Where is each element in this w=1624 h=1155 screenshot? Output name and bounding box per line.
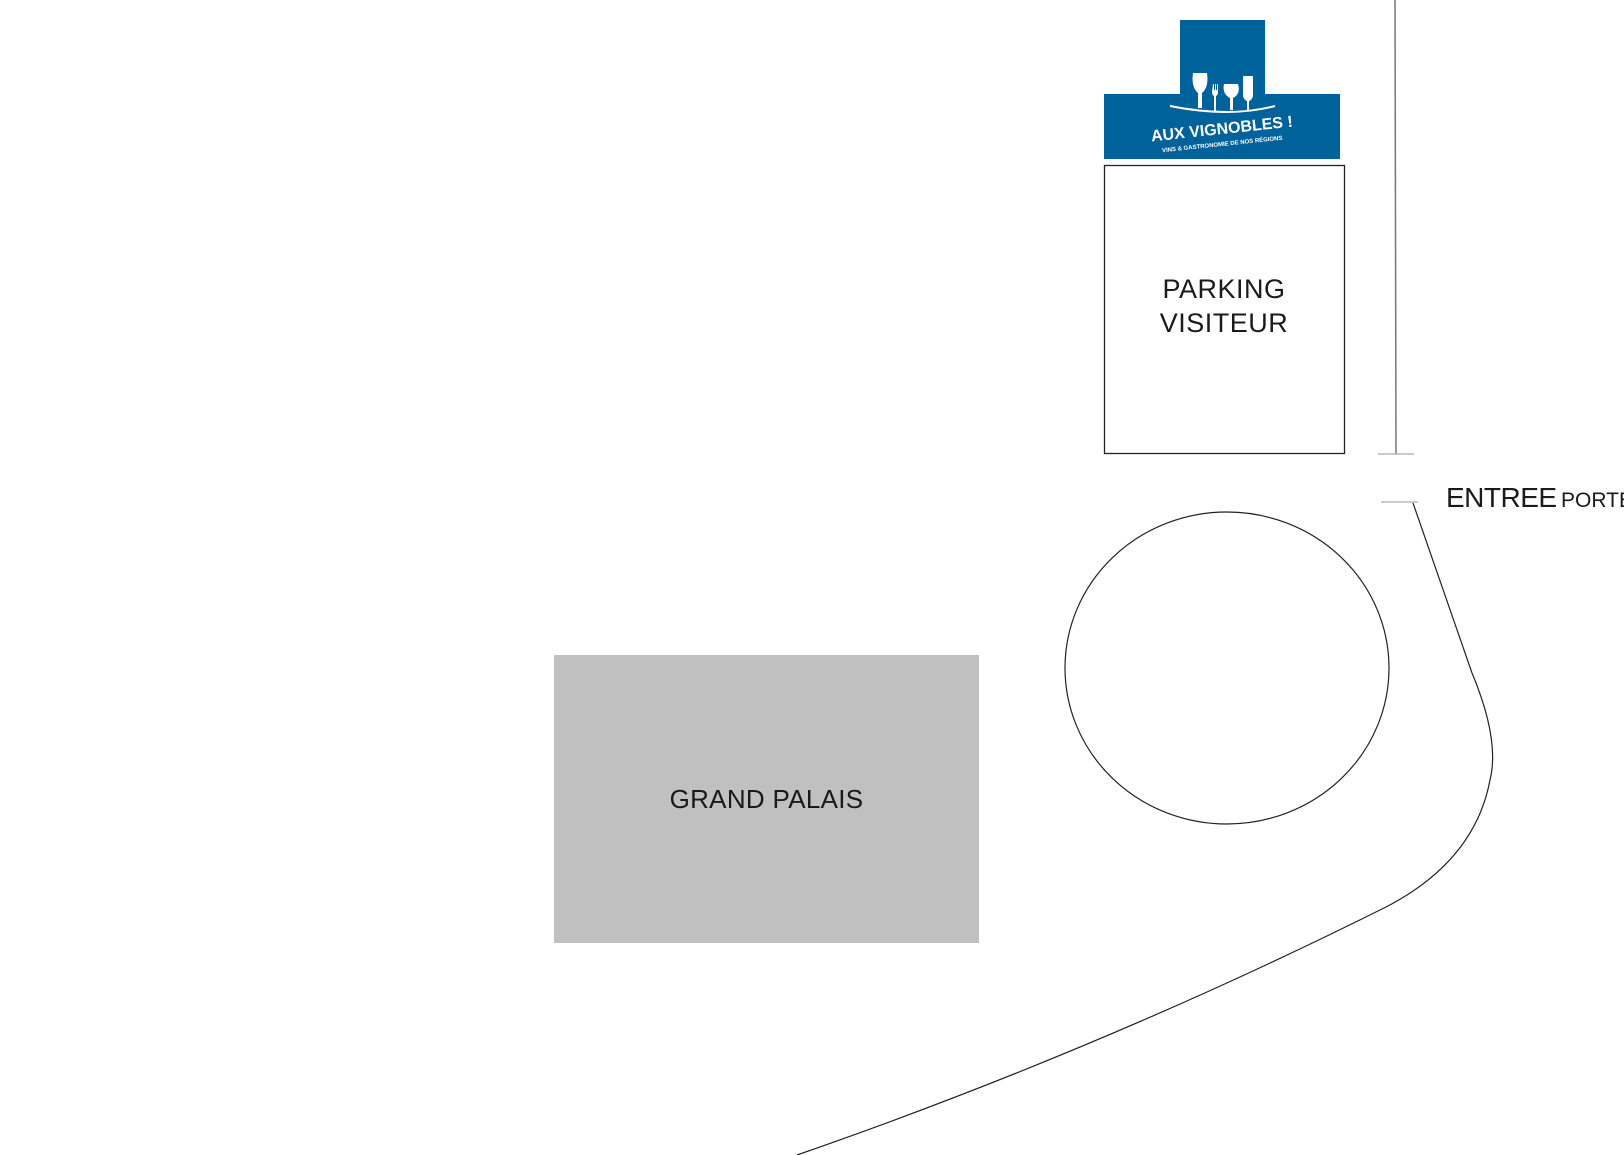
entrance-main: ENTREE <box>1446 482 1557 513</box>
grand-palais-label: GRAND PALAIS <box>669 784 864 814</box>
parking-label-line1: PARKING <box>1162 274 1286 304</box>
road-line <box>796 502 1494 1155</box>
parking-visiteur-area <box>1103 164 1346 455</box>
entrance-gate: PORTE 2 <box>1561 489 1624 512</box>
aux-vignobles-logo: AUX VIGNOBLES ! VINS & GASTRONOMIE DE NO… <box>1104 20 1340 159</box>
parking-label: PARKING VISITEUR <box>1104 272 1344 340</box>
grand-palais-area <box>554 655 979 943</box>
glasses-icon <box>1192 73 1253 112</box>
boundary-line <box>1394 0 1397 455</box>
entrance-label: ENTREE PORTE 2 <box>1446 482 1624 514</box>
roundabout <box>1064 511 1390 825</box>
parking-label-line2: VISITEUR <box>1159 308 1289 338</box>
